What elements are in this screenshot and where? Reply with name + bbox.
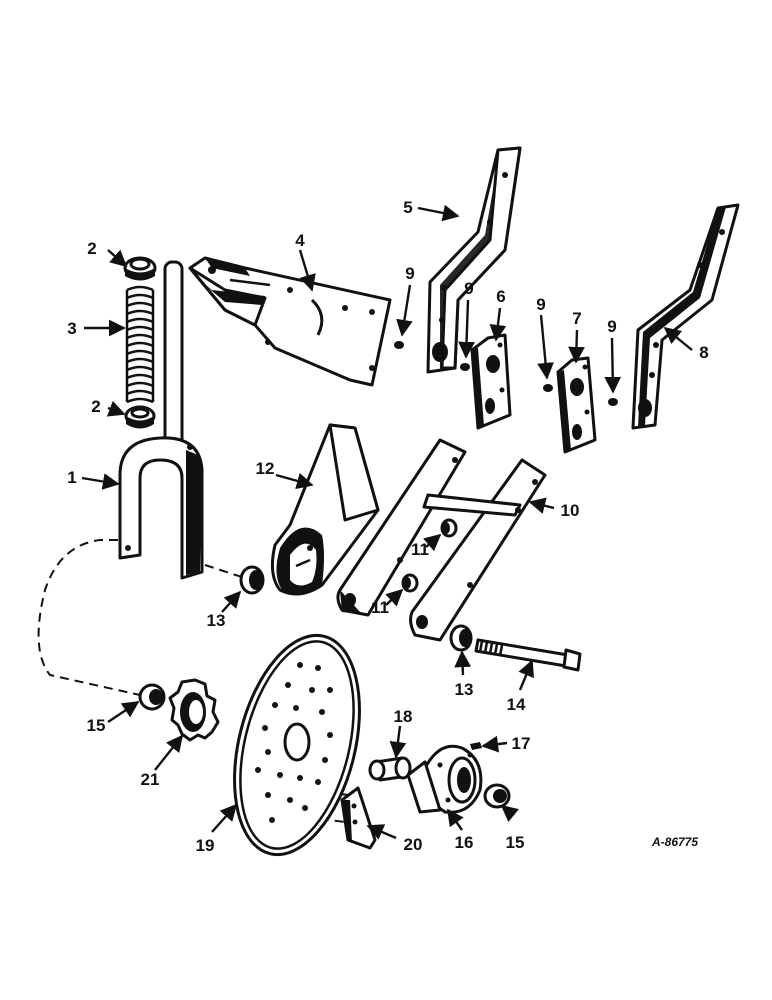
alignment-dashed-line xyxy=(37,539,141,696)
part-8-arm xyxy=(631,203,740,430)
part-11-bushing-a xyxy=(440,518,458,538)
callout-13-right: 13 xyxy=(455,680,474,699)
part-4-bracket xyxy=(188,256,392,387)
part-6-plate xyxy=(470,333,512,430)
callout-5: 5 xyxy=(403,198,412,217)
part-9-fastener-d xyxy=(608,398,618,406)
part-9-fastener-a xyxy=(394,341,404,349)
part-11-bushing-b xyxy=(401,573,419,593)
callout-1: 1 xyxy=(67,468,76,487)
alignment-dashed-line-4 xyxy=(289,814,346,823)
callout-14: 14 xyxy=(507,695,526,714)
callout-2-lower: 2 xyxy=(91,397,100,416)
callout-9-d: 9 xyxy=(607,317,616,336)
callout-16: 16 xyxy=(455,833,474,852)
part-18-sleeve xyxy=(368,756,412,782)
part-17-screw xyxy=(470,742,482,750)
callout-15-left: 15 xyxy=(87,716,106,735)
callout-19: 19 xyxy=(196,836,215,855)
leader-lines xyxy=(81,204,693,840)
part-15-bearing-right xyxy=(483,783,511,809)
callout-3: 3 xyxy=(67,319,76,338)
callout-labels: 2 3 2 1 4 5 9 9 6 9 7 9 8 12 10 11 11 13… xyxy=(67,198,708,855)
callout-11-a: 11 xyxy=(411,540,429,559)
callout-9-b: 9 xyxy=(464,279,473,298)
callout-4: 4 xyxy=(295,231,305,250)
alignment-dashed-line-2 xyxy=(204,564,246,579)
callout-13-left: 13 xyxy=(207,611,226,630)
callout-2-upper: 2 xyxy=(87,239,96,258)
part-16-hub xyxy=(406,744,483,814)
callout-9-c: 9 xyxy=(536,295,545,314)
part-19-disc xyxy=(233,633,361,857)
callout-21: 21 xyxy=(141,770,160,789)
part-7-plate xyxy=(556,356,597,454)
part-15-bearing-left xyxy=(138,683,166,711)
callout-17: 17 xyxy=(512,734,531,753)
callout-8: 8 xyxy=(699,343,708,362)
part-5-arm xyxy=(426,146,522,374)
callout-12: 12 xyxy=(256,459,275,478)
part-14-bolt xyxy=(474,638,582,672)
part-21-sprocket xyxy=(168,678,220,742)
callout-20: 20 xyxy=(404,835,423,854)
callout-18: 18 xyxy=(394,707,413,726)
part-9-fastener-c xyxy=(543,384,553,392)
part-2-collar-upper xyxy=(123,256,157,281)
part-2-collar-lower xyxy=(124,405,156,429)
callout-6: 6 xyxy=(496,287,505,306)
part-13-spacer-right xyxy=(449,624,473,652)
callout-10: 10 xyxy=(561,501,580,520)
drawing-code: A-86775 xyxy=(651,835,698,849)
part-20-scraper xyxy=(340,786,377,850)
callout-11-b: 11 xyxy=(371,598,389,617)
part-10-frame xyxy=(336,438,547,642)
callout-7: 7 xyxy=(572,309,581,328)
callout-9-a: 9 xyxy=(405,264,414,283)
part-13-spacer-left xyxy=(239,565,265,595)
callout-15-right: 15 xyxy=(506,833,525,852)
part-9-fastener-b xyxy=(460,363,470,371)
part-12-shield xyxy=(270,423,380,596)
part-3-spring xyxy=(125,285,155,406)
part-1-yoke xyxy=(118,260,204,580)
